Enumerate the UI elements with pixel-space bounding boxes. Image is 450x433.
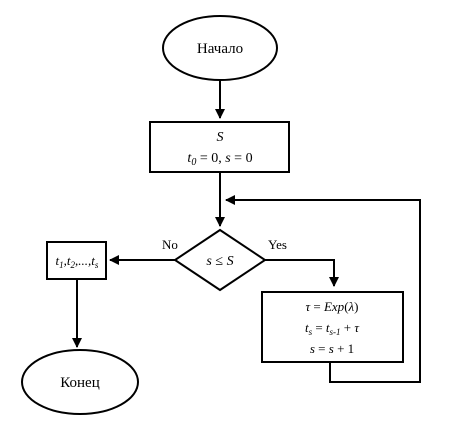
end-terminal: Конец: [21, 349, 139, 415]
arrow-yes-branch: [265, 259, 339, 287]
process-line-t: ts = ts-1 + τ: [305, 320, 360, 337]
decision-diamond: s ≤ S: [173, 228, 267, 292]
process-block: τ = Exp(λ) ts = ts-1 + τ s = s + 1: [261, 291, 404, 363]
process-line-tau: τ = Exp(λ): [305, 299, 358, 314]
process-line-s: s = s + 1: [310, 341, 354, 356]
start-label: Начало: [197, 41, 243, 57]
end-label: Конец: [60, 375, 99, 391]
init-block: S t0 = 0, s = 0: [149, 121, 290, 173]
loop-back-arrow: [225, 195, 421, 383]
output-sequence: t1,t2,...,ts: [56, 253, 99, 270]
yes-label: Yes: [268, 237, 287, 252]
no-label: No: [162, 237, 178, 252]
init-line2: t0 = 0, s = 0: [187, 151, 252, 168]
start-terminal: Начало: [162, 15, 278, 81]
output-block: t1,t2,...,ts: [46, 241, 107, 280]
init-line1: S: [217, 130, 224, 145]
decision-condition: s ≤ S: [206, 254, 233, 269]
